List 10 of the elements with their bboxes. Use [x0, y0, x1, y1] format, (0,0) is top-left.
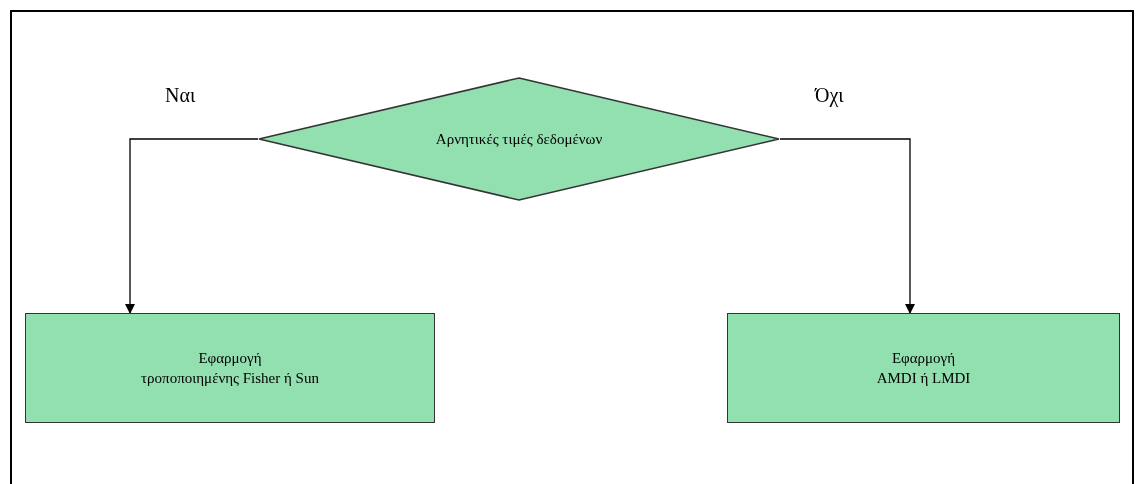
decision-diamond: [258, 77, 780, 201]
node-text: AMDI ή LMDI: [876, 369, 971, 388]
node-text: Εφαρμογή: [198, 348, 262, 368]
node-text: τροποποιημένης Fisher ή Sun: [141, 369, 319, 388]
arrow: [125, 138, 259, 314]
process-box: [25, 313, 435, 423]
node-text: Αρνητικές τιμές δεδομένων: [435, 129, 603, 149]
process-box: [727, 313, 1120, 423]
node-text: Εφαρμογή: [891, 348, 956, 368]
arrow: [779, 138, 915, 314]
